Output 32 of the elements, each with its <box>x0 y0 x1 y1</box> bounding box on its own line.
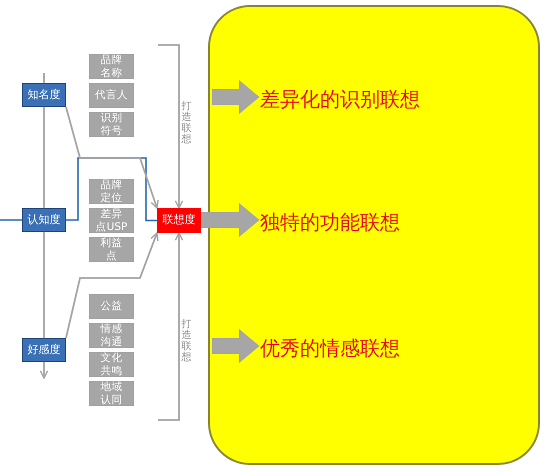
process-box: 认知度 <box>22 208 66 232</box>
arrow <box>158 232 184 421</box>
process-box: 好感度 <box>22 338 66 362</box>
edge-label: 打造联想 <box>181 318 192 364</box>
association-text: 优秀的情感联想 <box>260 334 510 362</box>
connector-line <box>43 232 45 338</box>
attribute-box: 文化共鸣 <box>89 352 134 377</box>
block-arrow <box>212 80 260 114</box>
association-text: 差异化的识别联想 <box>260 85 510 113</box>
process-box: 知名度 <box>22 83 66 107</box>
block-arrow <box>200 202 260 238</box>
connector-line <box>43 107 45 208</box>
block-arrow <box>212 328 260 364</box>
rounded-panel <box>208 5 540 465</box>
attribute-box: 情感沟通 <box>89 323 134 348</box>
connector-line <box>43 73 45 83</box>
attribute-box: 利益点 <box>89 237 134 262</box>
association-text: 独特的功能联想 <box>260 208 510 236</box>
attribute-box: 识别符号 <box>89 112 134 137</box>
attribute-box: 品牌名称 <box>89 54 134 79</box>
arrow <box>158 44 184 209</box>
highlight-box: 联想度 <box>157 208 201 233</box>
arrow <box>65 106 159 209</box>
attribute-box: 代言人 <box>89 83 134 108</box>
attribute-box: 品牌定位 <box>89 179 134 204</box>
attribute-box: 差异点USP <box>89 208 134 233</box>
attribute-box: 公益 <box>89 294 134 319</box>
connector-line <box>0 219 22 221</box>
arrow <box>65 232 159 338</box>
edge-label: 打造联想 <box>181 100 192 146</box>
arrow <box>40 362 48 379</box>
attribute-box: 地域认同 <box>89 381 134 406</box>
